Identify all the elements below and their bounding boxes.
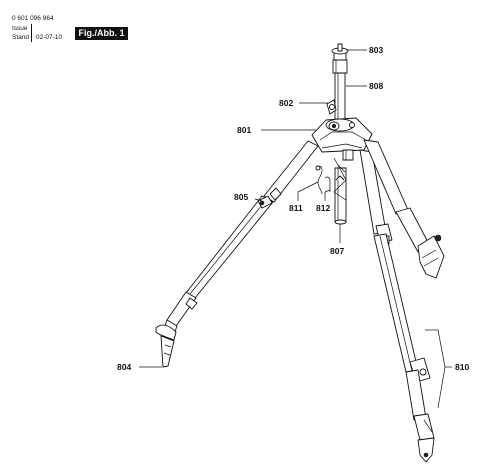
issue-label: Issue (12, 25, 28, 32)
tripod-head (311, 117, 373, 161)
part-labels: 803 808 802 801 805 811 812 807 804 810 (117, 45, 469, 372)
document-header: 0 601 096 964 Issue Stand 02-07-10 Fig./… (0, 0, 200, 50)
stand-label: Stand (12, 34, 29, 41)
spring-hooks (315, 157, 347, 201)
right-leg (363, 139, 445, 279)
part-number: 0 601 096 964 (12, 15, 54, 22)
part-label-804: 804 (117, 362, 131, 372)
part-label-802: 802 (279, 98, 293, 108)
part-label-811: 811 (289, 203, 303, 213)
center-column (331, 43, 349, 124)
part-label-808: 808 (369, 81, 383, 91)
part-label-812: 812 (316, 203, 330, 213)
part-label-807: 807 (330, 246, 344, 256)
part-label-801: 801 (237, 125, 251, 135)
crank-handle (326, 99, 337, 115)
part-label-805: 805 (234, 192, 248, 202)
stand-date: 02-07-10 (36, 34, 63, 41)
leg-clamp-knob (257, 195, 273, 209)
header-bracket (31, 24, 36, 42)
left-leg (155, 140, 319, 368)
figure-badge: Fig./Abb. 1 (75, 27, 128, 40)
leader-lines (139, 49, 452, 409)
part-label-810: 810 (455, 362, 469, 372)
middle-leg (359, 149, 435, 463)
part-label-803: 803 (369, 45, 383, 55)
center-column-bottom (334, 167, 347, 225)
